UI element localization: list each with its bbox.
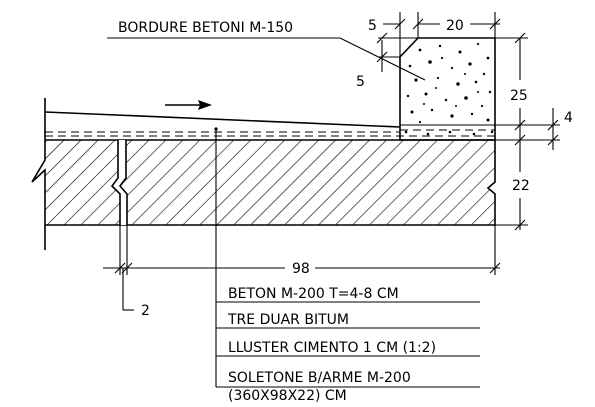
layer-label-beton: BETON M-200 T=4-8 CM	[228, 286, 399, 302]
concrete-slab	[45, 139, 496, 226]
dim-label-2: 2	[141, 303, 150, 319]
dim-label-98: 98	[292, 261, 310, 277]
dim-left-5	[376, 32, 418, 72]
dim-98	[103, 225, 501, 275]
dim-label-25: 25	[510, 88, 528, 104]
dim-right	[495, 32, 560, 231]
layer-label-soletone-size: (360X98X22) CM	[228, 388, 347, 404]
dim-2-leader	[122, 268, 134, 311]
layer-label-bitum: TRE DUAR BITUM	[227, 312, 349, 328]
break-line	[31, 98, 46, 250]
dim-label-22: 22	[512, 178, 530, 194]
dim-label-5-left: 5	[356, 74, 365, 90]
layers-leader	[215, 129, 480, 388]
dim-top	[383, 12, 501, 57]
slope-direction-arrow	[165, 100, 212, 110]
dim-label-4: 4	[564, 110, 573, 126]
surface-slope-line	[44, 111, 401, 128]
curb-label: BORDURE BETONI M-150	[118, 20, 293, 36]
screed-layer-lines	[45, 124, 495, 137]
dim-label-20: 20	[446, 18, 464, 34]
layer-label-soletone: SOLETONE B/ARME M-200	[228, 370, 411, 386]
curb-label-leader	[107, 37, 426, 81]
concrete-curb	[399, 37, 496, 141]
dim-label-5-top: 5	[368, 18, 377, 34]
layer-label-lluster: LLUSTER CIMENTO 1 CM (1:2)	[228, 340, 436, 356]
